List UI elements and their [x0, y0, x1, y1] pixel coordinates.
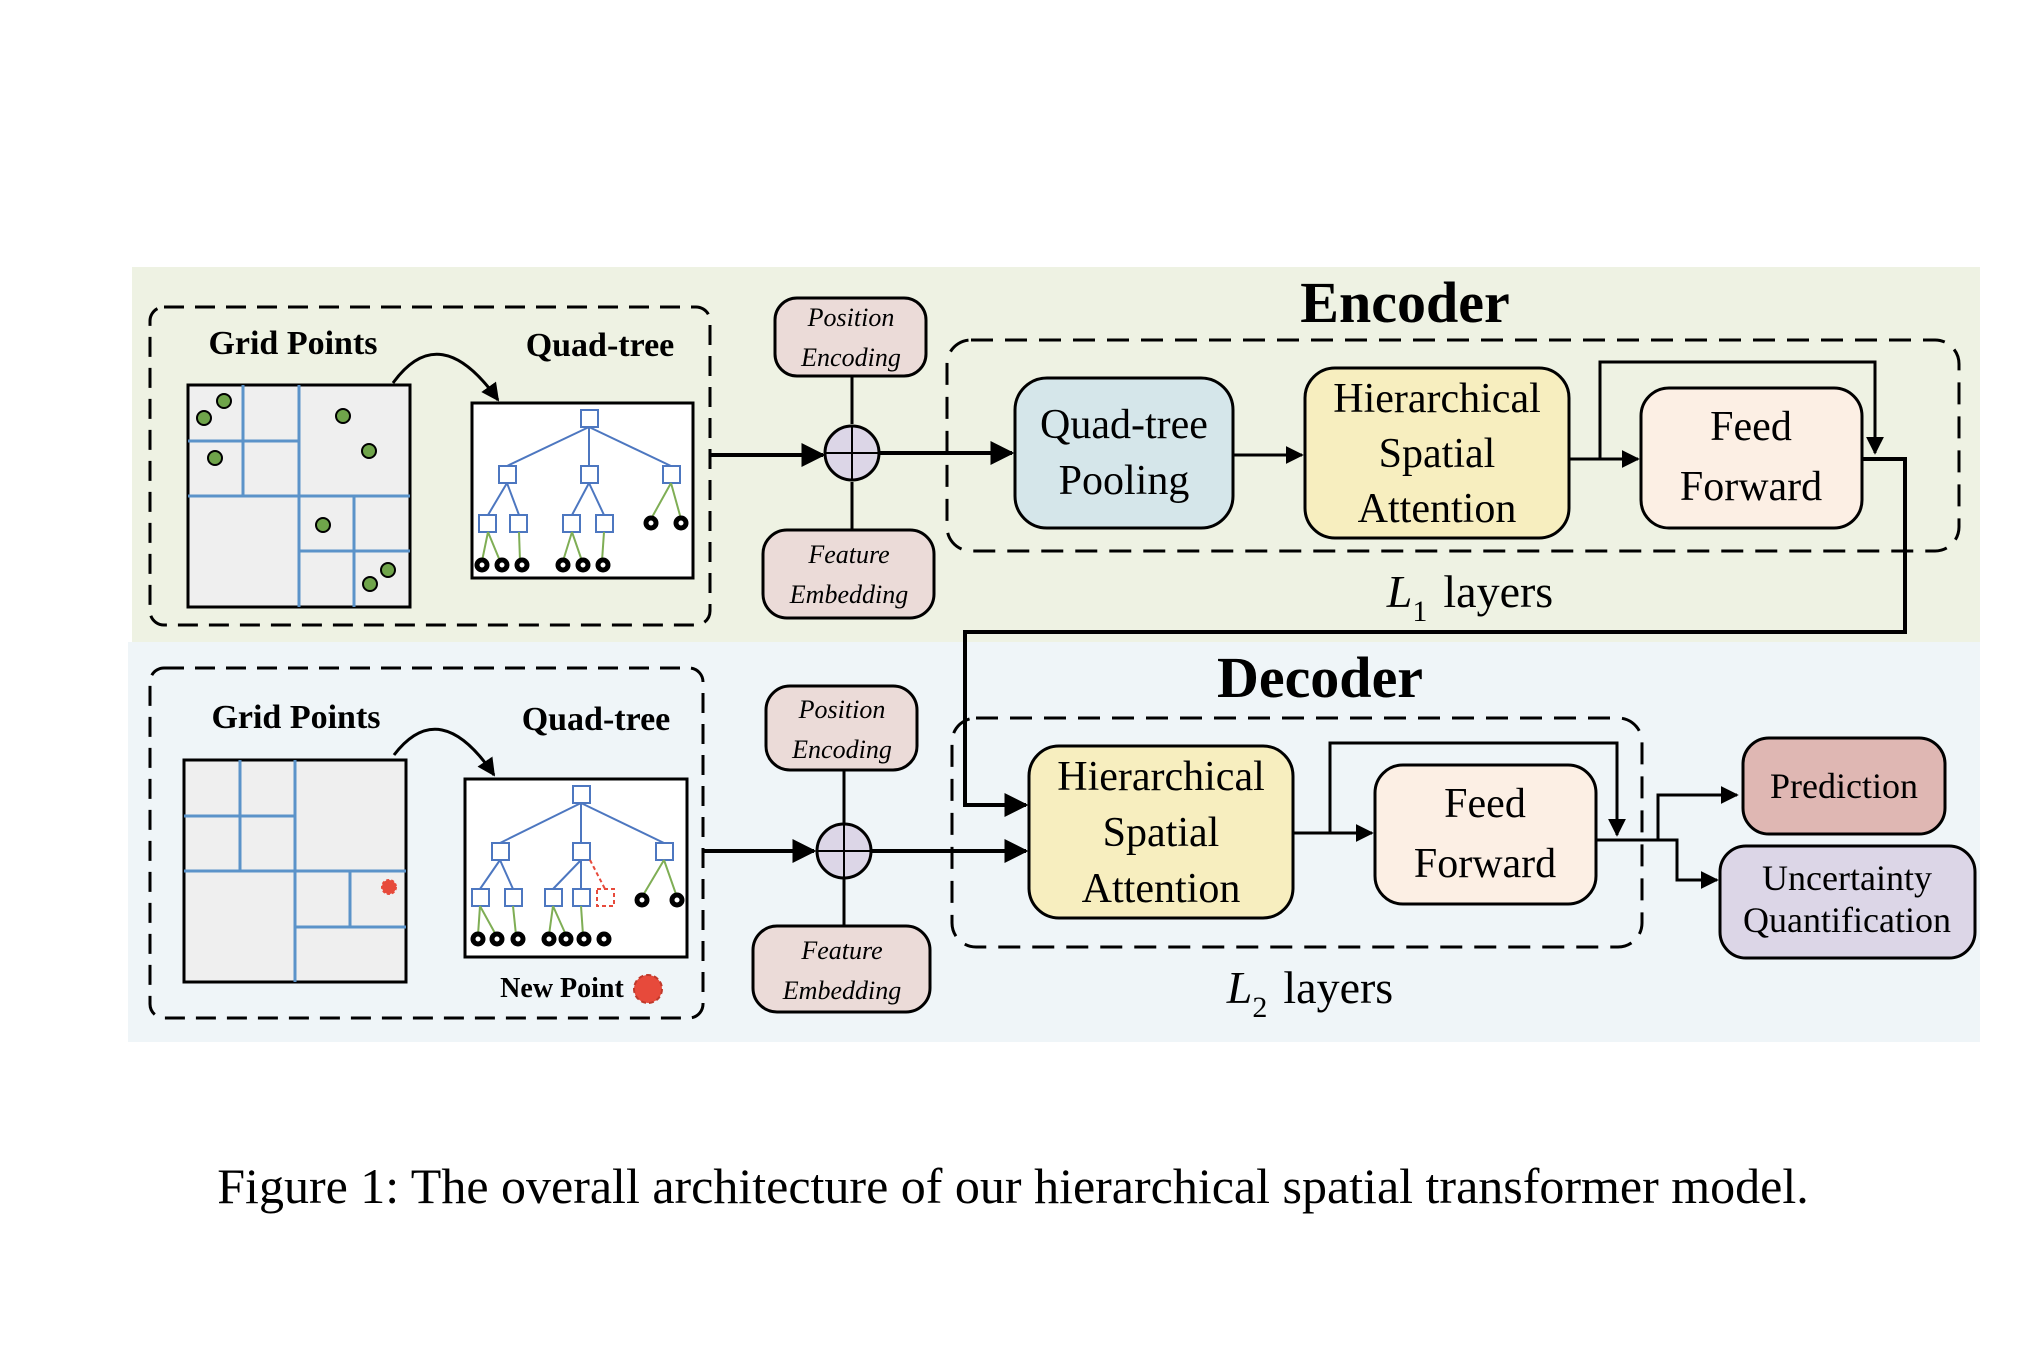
encoder-grid-points	[186, 383, 412, 609]
decoder-output-connector-2	[1658, 838, 1719, 889]
encoder-input-box	[148, 305, 712, 627]
prediction-label: Prediction	[1770, 766, 1918, 806]
encoder-feature-embedding-line2: Embedding	[789, 580, 908, 609]
encoder-layers-label: L1 layers	[1386, 566, 1553, 628]
figure-caption: Figure 1: The overall architecture of ou…	[217, 1158, 1808, 1214]
encoder-attention-line1: Hierarchical	[1333, 376, 1541, 422]
decoder-title: Decoder	[1217, 645, 1423, 710]
encoder-to-decoder-arrow	[963, 457, 1907, 817]
decoder-quadtree	[463, 777, 689, 959]
decoder-layers-subscript: 2	[1252, 991, 1267, 1024]
decoder-grid-points-label: Grid Points	[211, 699, 380, 736]
quadtree-pooling-block: Quad-tree Pooling	[1013, 376, 1235, 530]
encoder-feed-forward-line2: Forward	[1680, 464, 1822, 510]
prediction-block: Prediction	[1741, 736, 1947, 836]
encoder-position-encoding: Position Encoding	[773, 296, 928, 378]
encoder-grid-to-tree-arrow	[391, 352, 500, 402]
decoder-plus-node	[815, 770, 873, 926]
encoder-position-encoding-line1: Position	[807, 303, 895, 332]
encoder-position-encoding-line2: Encoding	[800, 343, 901, 372]
decoder-layers-word: layers	[1283, 962, 1393, 1013]
decoder-grid-points	[182, 758, 408, 984]
encoder-layers-box	[945, 338, 1961, 553]
quadtree-pooling-line1: Quad-tree	[1040, 402, 1208, 448]
decoder-output-connector	[1596, 786, 1739, 842]
encoder-title: Encoder	[1300, 270, 1509, 335]
encoder-residual-arrow	[1598, 360, 1884, 459]
encoder-attention-line2: Spatial	[1379, 431, 1496, 477]
encoder-feed-forward-block: Feed Forward	[1639, 386, 1864, 530]
uncertainty-line2: Quantification	[1743, 900, 1951, 940]
decoder-position-encoding: Position Encoding	[764, 684, 919, 772]
decoder-feature-embedding: Feature Embedding	[751, 924, 932, 1014]
new-point-label: New Point	[500, 973, 624, 1004]
new-point-legend-icon	[633, 974, 663, 1004]
decoder-layers-box	[950, 716, 1644, 949]
decoder-grid-to-tree-arrow	[392, 727, 496, 777]
encoder-layers-symbol: L	[1386, 566, 1413, 617]
uncertainty-line1: Uncertainty	[1762, 858, 1932, 898]
encoder-quadtree	[470, 401, 695, 580]
decoder-attention-line2: Spatial	[1103, 810, 1220, 856]
encoder-attention-block: Hierarchical Spatial Attention	[1303, 366, 1571, 540]
encoder-feature-embedding: Feature Embedding	[761, 528, 936, 620]
decoder-new-point-dot	[381, 879, 397, 895]
encoder-plus-node	[823, 376, 881, 530]
decoder-layers-symbol: L	[1226, 962, 1253, 1013]
decoder-feed-forward-block: Feed Forward	[1373, 763, 1598, 906]
decoder-layers-label: L2 layers	[1226, 962, 1393, 1024]
decoder-attention-block: Hierarchical Spatial Attention	[1027, 744, 1295, 920]
quadtree-pooling-line2: Pooling	[1059, 458, 1190, 504]
decoder-quadtree-label: Quad-tree	[522, 701, 671, 738]
encoder-layers-subscript: 1	[1412, 595, 1427, 628]
decoder-attention-line3: Attention	[1082, 866, 1241, 912]
decoder-feed-forward-line2: Forward	[1414, 841, 1556, 887]
encoder-layers-word: layers	[1443, 566, 1553, 617]
decoder-position-encoding-line2: Encoding	[791, 735, 892, 764]
encoder-attention-line3: Attention	[1358, 486, 1517, 532]
uncertainty-block: Uncertainty Quantification	[1718, 844, 1977, 960]
encoder-grid-points-label: Grid Points	[208, 325, 377, 362]
encoder-quadtree-label: Quad-tree	[526, 327, 675, 364]
decoder-residual-arrow	[1328, 741, 1626, 837]
decoder-attention-line1: Hierarchical	[1057, 754, 1265, 800]
decoder-position-encoding-line1: Position	[798, 695, 886, 724]
decoder-input-box	[148, 666, 705, 1020]
encoder-feed-forward-line1: Feed	[1710, 404, 1792, 450]
encoder-feature-embedding-line1: Feature	[807, 540, 889, 569]
decoder-feature-embedding-line2: Embedding	[782, 976, 901, 1005]
decoder-feed-forward-line1: Feed	[1444, 781, 1526, 827]
decoder-feature-embedding-line1: Feature	[800, 936, 882, 965]
